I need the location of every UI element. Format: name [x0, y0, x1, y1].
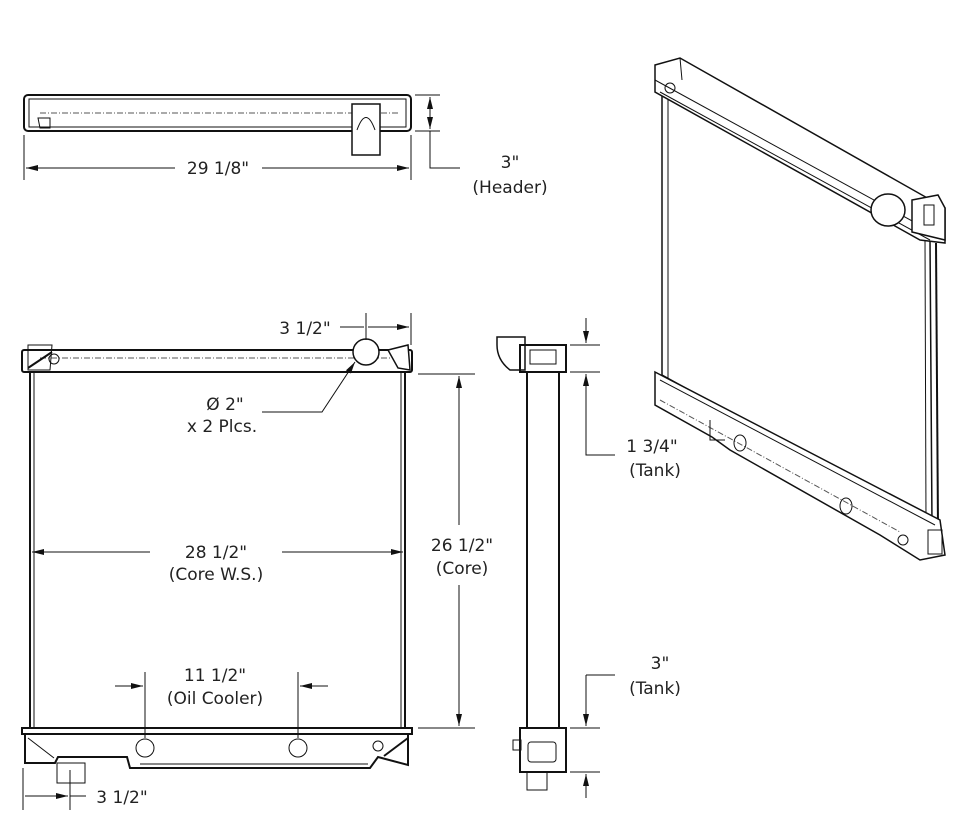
isometric-view	[654, 57, 946, 561]
header-dimension: 3"	[501, 153, 520, 173]
core-height-caption: (Core)	[436, 559, 489, 579]
drain-plug-icon	[48, 353, 60, 365]
core-width-caption: (Core W.S.)	[169, 565, 263, 585]
core-width-dimension: 28 1/2"	[185, 543, 247, 563]
inlet-pipe	[56, 762, 86, 784]
front-view: 3 1/2" Ø 2" x 2 Plcs. 28 1/2" (Core W.S.…	[21, 313, 493, 810]
outlet-offset-dimension: 3 1/2"	[279, 319, 330, 339]
top-tank-dimension: 1 3/4"	[626, 437, 677, 457]
places-note: x 2 Plcs.	[187, 417, 257, 437]
bolt-icon	[372, 740, 384, 752]
header-caption: (Header)	[472, 178, 547, 198]
inlet-offset-dimension: 3 1/2"	[96, 788, 147, 808]
oil-cooler-port-right	[288, 738, 308, 758]
top-tank-caption: (Tank)	[629, 461, 681, 481]
oil-cooler-port-left	[135, 738, 155, 758]
bottom-tank-caption: (Tank)	[629, 679, 681, 699]
side-view: 1 3/4" (Tank) 3" (Tank)	[496, 318, 681, 798]
iso-outlet	[870, 193, 906, 227]
core-height-dimension: 26 1/2"	[431, 536, 493, 556]
oil-cooler-caption: (Oil Cooler)	[167, 689, 263, 709]
bottom-tank-dimension: 3"	[651, 654, 670, 674]
top-view: 29 1/8" 3" (Header)	[23, 94, 548, 198]
diameter-dimension: Ø 2"	[206, 395, 243, 415]
outlet-circle	[352, 338, 380, 366]
oil-cooler-dimension: 11 1/2"	[184, 666, 246, 686]
top-width-dimension: 29 1/8"	[187, 159, 249, 179]
